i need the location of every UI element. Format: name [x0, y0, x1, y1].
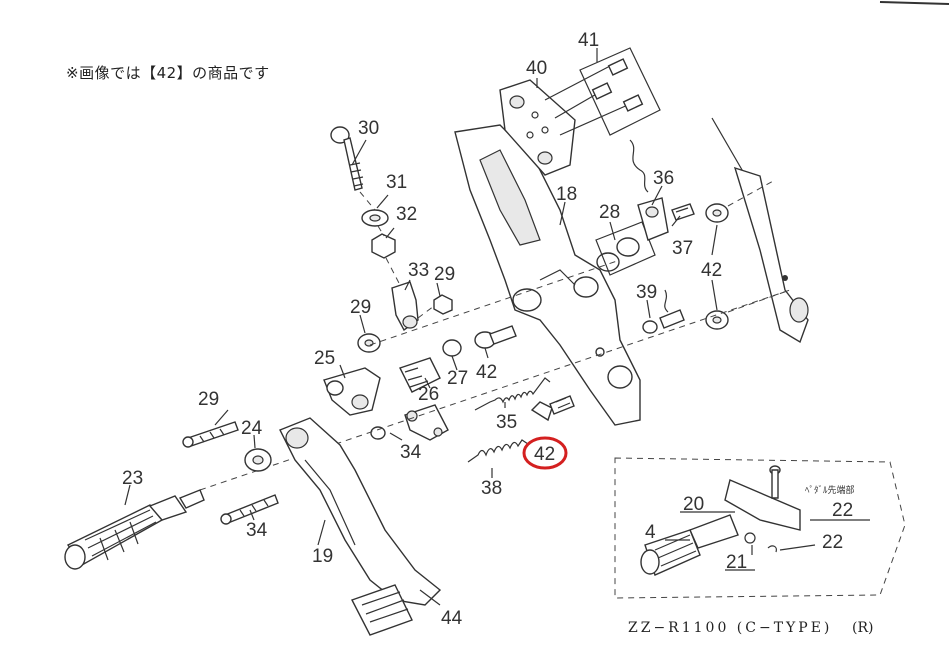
label-32: 32	[396, 204, 417, 225]
label-39: 39	[636, 282, 657, 303]
heel-plate	[499, 79, 576, 176]
label-25: 25	[314, 348, 335, 369]
label-22-lower: 22	[822, 532, 843, 553]
label-31: 31	[386, 172, 407, 193]
label-33: 33	[408, 260, 429, 281]
label-42-mid: 42	[476, 362, 497, 383]
label-34-lower: 34	[246, 520, 268, 541]
label-26: 26	[418, 384, 439, 405]
springs	[467, 377, 551, 463]
label-36: 36	[653, 168, 674, 189]
label-34-mid: 34	[400, 442, 422, 463]
label-24: 24	[241, 418, 263, 439]
label-37: 37	[672, 238, 693, 259]
footpeg-23	[64, 421, 279, 570]
label-42-highlighted: 42	[534, 444, 555, 465]
brake-pedal	[279, 417, 442, 636]
model-caption: ZZ−R1100 (C−TYPE)	[628, 620, 833, 636]
highlight-circle	[522, 436, 568, 470]
bolt-30-stack	[330, 126, 401, 286]
label-4: 4	[645, 522, 656, 543]
label-21: 21	[726, 552, 747, 573]
pivot-bolt-42	[530, 395, 575, 422]
label-38: 38	[481, 478, 502, 499]
leader-lines	[124, 48, 870, 606]
label-29-upper: 29	[434, 264, 455, 285]
bolts-41	[544, 47, 661, 193]
label-23: 23	[122, 468, 143, 489]
label-42-right: 42	[701, 260, 722, 281]
label-40: 40	[526, 58, 547, 79]
label-41: 41	[578, 30, 599, 51]
mounting-plate	[454, 124, 641, 426]
label-18: 18	[556, 184, 577, 205]
label-44: 44	[441, 608, 463, 629]
corner-rule	[879, 1, 949, 5]
washers-42-right	[705, 179, 791, 330]
label-22-upper: 22	[832, 500, 853, 521]
label-35: 35	[496, 412, 517, 433]
frame-bracket	[711, 117, 809, 344]
label-28: 28	[599, 202, 620, 223]
side-indicator: (R)	[852, 620, 874, 636]
rod-end-33	[391, 281, 453, 332]
label-29-mid: 29	[350, 297, 371, 318]
product-note: ※画像では【42】の商品です	[66, 64, 270, 82]
label-19: 19	[312, 546, 333, 567]
label-27: 27	[447, 368, 468, 389]
bracket-36	[637, 197, 695, 241]
lever-parts	[323, 221, 656, 416]
axis-line	[199, 289, 791, 491]
label-30: 30	[358, 118, 379, 139]
pivot-arm-26	[370, 404, 449, 441]
label-20: 20	[683, 494, 704, 515]
bolt-39-parts	[642, 289, 685, 334]
label-29-lower: 29	[198, 389, 219, 410]
part-labels: 41 40 30 31 32 36 18 28 37 42 33 29 39 2…	[122, 30, 855, 629]
inset-pedal-tip	[614, 457, 906, 599]
inset-note: ﾍﾟﾀﾞﾙ先端部	[805, 484, 855, 496]
